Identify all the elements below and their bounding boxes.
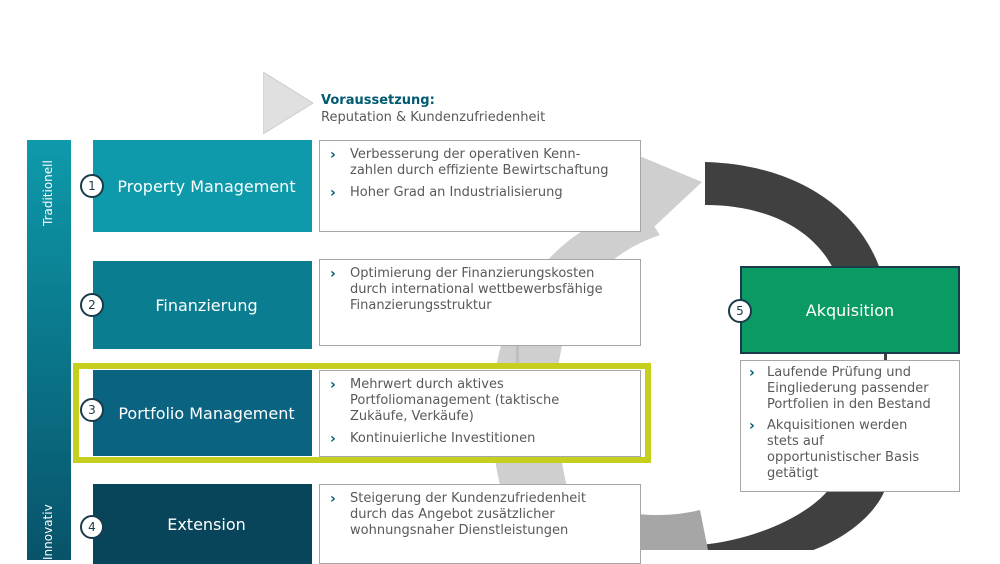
step-label: Portfolio Management [118, 403, 295, 423]
step-bullets-portfolio-management: › Mehrwert durch aktives Portfoliomanagem… [319, 370, 641, 457]
step-label: Akquisition [805, 300, 895, 320]
bullet-text: Optimierung der Finanzierungskosten durc… [350, 266, 603, 313]
bullet-item: › Steigerung der Kundenzufriedenheit durc… [330, 491, 630, 539]
prerequisite-subtitle: Reputation & Kundenzufriedenheit [321, 110, 546, 125]
chevron-right-icon: › [330, 377, 336, 393]
bullet-text: Mehrwert durch aktives Portfoliomanageme… [350, 377, 560, 424]
chevron-right-icon: › [330, 266, 336, 282]
step-number-badge: 2 [80, 293, 104, 317]
step-number-badge: 4 [80, 515, 104, 539]
step-number-badge: 3 [80, 398, 104, 422]
bullet-text: Kontinuierliche Investitionen [350, 431, 536, 446]
strategy-sidebar: Traditionell Innovativ [27, 140, 71, 560]
step-label: Property Management [117, 176, 296, 196]
step-label: Extension [167, 514, 246, 534]
step-bullets-extension: › Steigerung der Kundenzufriedenheit durc… [319, 484, 641, 564]
bullet-text: Steigerung der Kundenzufriedenheit durch… [350, 491, 587, 538]
chevron-right-icon: › [330, 491, 336, 507]
step-bullets-finanzierung: › Optimierung der Finanzierungskosten dur… [319, 259, 641, 346]
connector-line-1 [516, 346, 519, 371]
chevron-right-icon: › [330, 431, 336, 447]
step-number-badge: 5 [728, 299, 752, 323]
step-extension: Extension [93, 484, 312, 564]
bullet-item: › Kontinuierliche Investitionen [330, 431, 630, 447]
step-portfolio-management: Portfolio Management [93, 370, 312, 456]
step-property-management: Property Management [93, 140, 312, 232]
step-bullets-property-management: › Verbesserung der operativen Kenn- zahle… [319, 140, 641, 232]
bullet-item: › Mehrwert durch aktives Portfoliomanagem… [330, 377, 630, 425]
prerequisite-title: Voraussetzung: [321, 93, 435, 108]
step-number-badge: 1 [80, 174, 104, 198]
chevron-right-icon: › [749, 365, 755, 381]
connector-line-2 [884, 352, 887, 362]
cycle-arrow-dark-lower [700, 480, 888, 550]
chevron-right-icon: › [330, 185, 336, 201]
step-finanzierung: Finanzierung [93, 261, 312, 349]
bullet-text: Verbesserung der operativen Kenn- zahlen… [350, 147, 609, 178]
bullet-item: › Akquisitionen werden stets auf opportun… [749, 418, 951, 482]
bullet-item: › Verbesserung der operativen Kenn- zahle… [330, 147, 630, 179]
bullet-text: Hoher Grad an Industrialisierung [350, 185, 563, 200]
bullet-text: Akquisitionen werden stets auf opportuni… [767, 418, 920, 481]
bullet-item: › Optimierung der Finanzierungskosten dur… [330, 266, 630, 314]
chevron-right-icon: › [330, 147, 336, 163]
sidebar-label-traditional: Traditionell [41, 160, 55, 226]
prerequisite-triangle-icon [263, 72, 314, 134]
cycle-arrow-light-head [625, 150, 702, 240]
chevron-right-icon: › [749, 418, 755, 434]
bullet-item: › Laufende Prüfung und Eingliederung pass… [749, 365, 951, 413]
bullet-text: Laufende Prüfung und Eingliederung passe… [767, 365, 931, 412]
bullet-item: › Hoher Grad an Industrialisierung [330, 185, 630, 201]
step-akquisition: Akquisition [740, 266, 960, 354]
step-label: Finanzierung [155, 295, 258, 315]
sidebar-label-innovative: Innovativ [41, 504, 55, 560]
step-bullets-akquisition: › Laufende Prüfung und Eingliederung pass… [740, 360, 960, 492]
